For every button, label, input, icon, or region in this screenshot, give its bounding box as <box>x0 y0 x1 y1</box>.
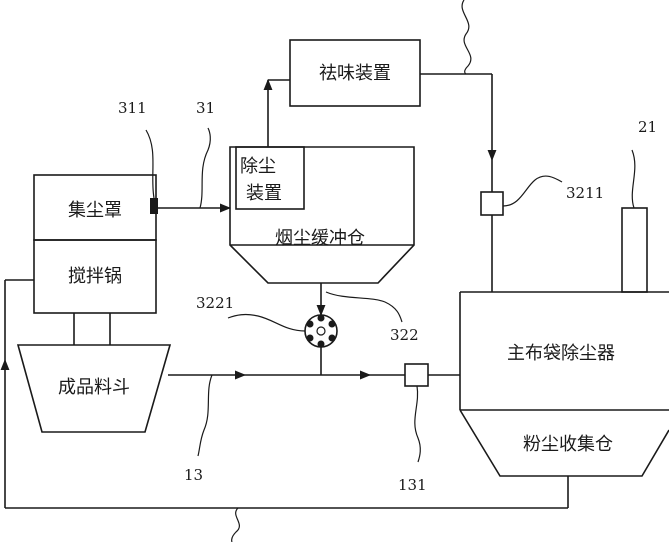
mixing-pot-label: 搅拌锅 <box>68 266 122 287</box>
hatched-connector-311 <box>150 198 158 214</box>
return-pipe <box>0 279 569 509</box>
leader-3221 <box>227 313 306 332</box>
ref-31: 31 <box>196 99 215 117</box>
leader-131 <box>414 385 421 463</box>
pipe-break-mark-top <box>461 0 472 75</box>
smoke-buffer-bin-label: 烟尘缓冲仓 <box>275 228 365 249</box>
smoke-buffer-bin: 烟尘缓冲仓 <box>229 146 415 284</box>
valve-131 <box>404 363 429 387</box>
pipe-break-mark-bottom <box>231 507 240 542</box>
ref-322: 322 <box>390 326 419 344</box>
dust-removal-device-label-2: 装置 <box>246 183 282 204</box>
finished-hopper-label: 成品料斗 <box>58 377 130 398</box>
deodorizer-label: 祛味装置 <box>319 63 391 84</box>
leader-13 <box>197 374 213 457</box>
deodorizer-box: 祛味装置 <box>289 39 421 107</box>
dust-hood-box: 集尘罩 <box>33 174 157 241</box>
dust-collection-bin-label: 粉尘收集仓 <box>523 434 613 455</box>
dust-removal-device-label-1: 除尘 <box>240 156 276 177</box>
mixing-pot-box: 搅拌锅 <box>33 239 157 314</box>
pipe-dust-removal-to-deodorizer <box>263 78 290 147</box>
ref-13: 13 <box>184 466 203 484</box>
dust-hood-label: 集尘罩 <box>68 200 122 221</box>
ref-311: 311 <box>118 99 147 117</box>
main-bag-filter-label: 主布袋除尘器 <box>507 343 615 364</box>
leader-21 <box>631 149 636 209</box>
ref-21: 21 <box>638 118 657 136</box>
leader-322 <box>325 291 403 323</box>
dust-removal-device-box: 除尘 装置 <box>235 146 305 210</box>
ref-3211: 3211 <box>566 184 604 202</box>
valve-3211 <box>480 191 504 216</box>
ref-3221: 3221 <box>196 294 234 312</box>
duct-31 <box>158 127 232 213</box>
pipe-deodorizer-to-bag-filter <box>420 73 497 292</box>
chimney-21 <box>621 207 648 293</box>
leader-311 <box>145 129 155 199</box>
main-bag-filter: 主布袋除尘器 <box>459 291 669 411</box>
ref-131: 131 <box>398 476 427 494</box>
leader-3211 <box>502 175 563 207</box>
finished-hopper: 成品料斗 <box>16 313 172 433</box>
rotary-valve-3221 <box>304 314 338 348</box>
dust-collection-bin: 粉尘收集仓 <box>459 409 669 477</box>
